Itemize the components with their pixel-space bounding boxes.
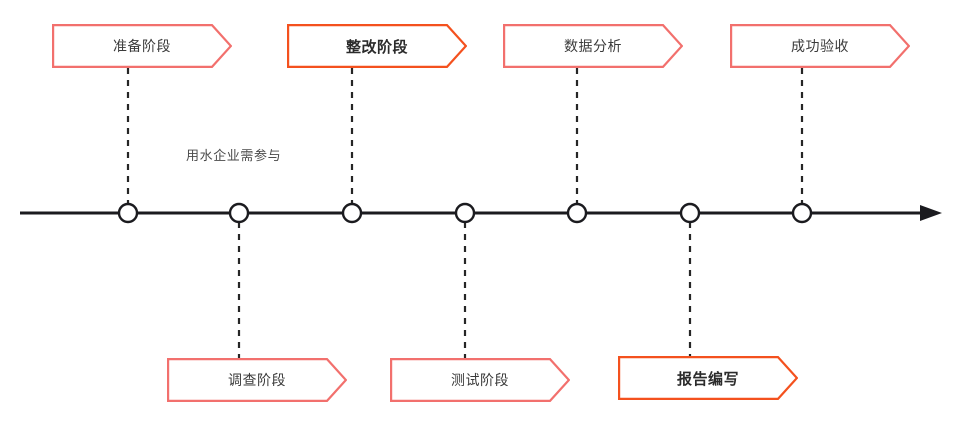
- stage-label: 准备阶段: [113, 38, 171, 54]
- stage-box-2[interactable]: 调查阶段: [167, 358, 347, 402]
- stage-box-3[interactable]: 整改阶段: [287, 24, 467, 68]
- stage-chevron-shape: [167, 358, 347, 402]
- timeline-node-2: [228, 202, 250, 224]
- stage-chevron-outline: [618, 356, 798, 400]
- stage-label: 整改阶段: [345, 38, 408, 56]
- timeline-node-1: [117, 202, 139, 224]
- timeline-note: 用水企业需参与: [186, 148, 282, 163]
- stage-chevron-shape: [730, 24, 910, 68]
- stage-chevron-outline: [287, 24, 467, 68]
- stage-box-4[interactable]: 测试阶段: [390, 358, 570, 402]
- stage-chevron-outline: [52, 24, 232, 68]
- stage-chevron-shape: [390, 358, 570, 402]
- timeline-node-5: [566, 202, 588, 224]
- stage-chevron-shape: [618, 356, 798, 400]
- stage-box-7[interactable]: 成功验收: [730, 24, 910, 68]
- stage-label: 成功验收: [791, 38, 849, 54]
- timeline-node-3: [341, 202, 363, 224]
- stage-chevron-outline: [730, 24, 910, 68]
- timeline-arrow-head-icon: [920, 205, 942, 221]
- stage-label: 数据分析: [564, 38, 622, 54]
- stage-chevron-outline: [390, 358, 570, 402]
- stage-chevron-outline: [503, 24, 683, 68]
- timeline-node-7: [791, 202, 813, 224]
- stage-chevron-shape: [287, 24, 467, 68]
- stage-box-1[interactable]: 准备阶段: [52, 24, 232, 68]
- stage-chevron-shape: [52, 24, 232, 68]
- stage-label: 调查阶段: [228, 372, 286, 388]
- stage-box-5[interactable]: 数据分析: [503, 24, 683, 68]
- stage-box-6[interactable]: 报告编写: [618, 356, 798, 400]
- stage-label: 报告编写: [676, 370, 739, 388]
- stage-chevron-outline: [167, 358, 347, 402]
- timeline-node-4: [454, 202, 476, 224]
- stage-label: 测试阶段: [451, 372, 509, 388]
- stage-chevron-shape: [503, 24, 683, 68]
- timeline-node-6: [679, 202, 701, 224]
